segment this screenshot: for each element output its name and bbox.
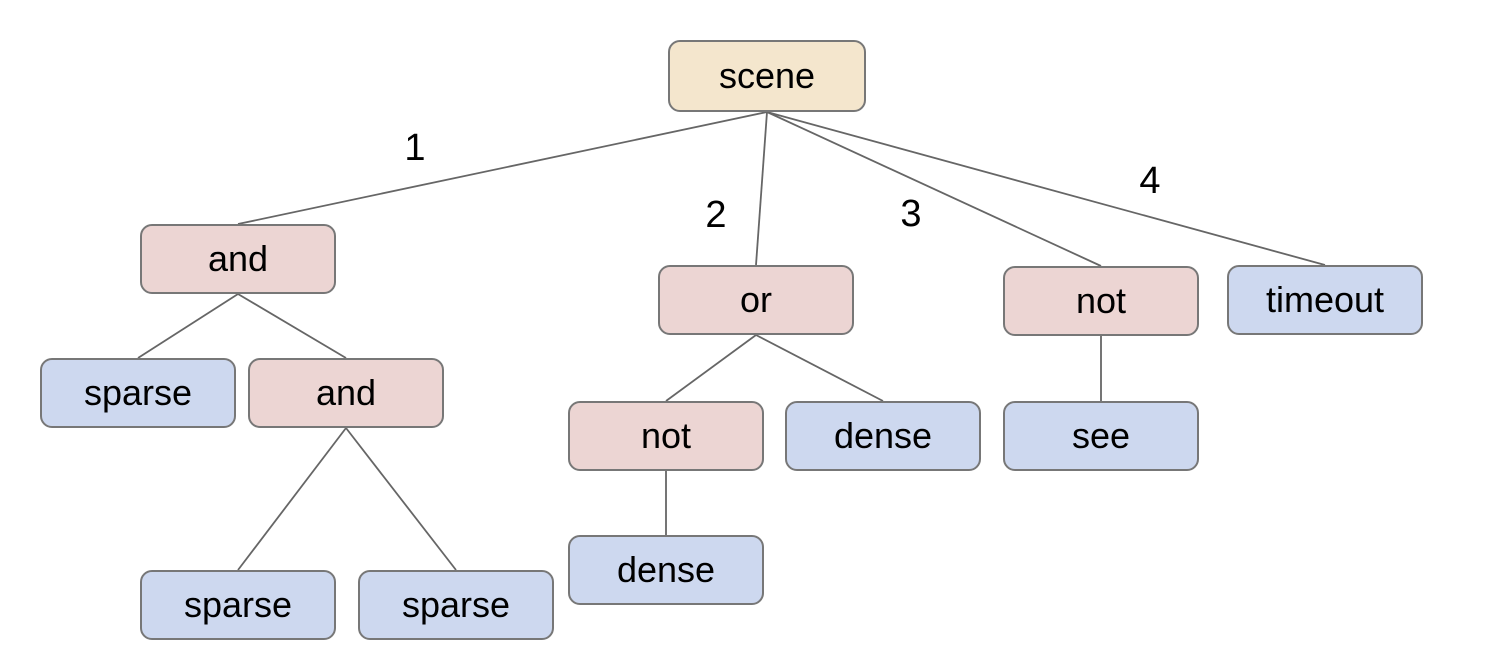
tree-node-scene: scene: [668, 40, 866, 112]
node-label: dense: [833, 415, 933, 456]
tree-node-and2: and: [248, 358, 444, 428]
tree-edge-or1-not2: [665, 334, 757, 402]
tree-node-dense2: dense: [785, 401, 981, 471]
node-label: not: [640, 415, 692, 456]
tree-node-sparse1: sparse: [40, 358, 236, 428]
node-label: sparse: [401, 584, 511, 625]
edge-label-2: 2: [705, 194, 726, 236]
node-label: timeout: [1265, 279, 1385, 320]
tree-edge-or1-dense2: [755, 334, 884, 402]
tree-node-not3: not: [1003, 266, 1199, 336]
node-label: or: [739, 279, 772, 320]
node-label: not: [1075, 280, 1127, 321]
tree-edge-and1-and2: [237, 293, 347, 359]
tree-node-or1: or: [658, 265, 854, 335]
tree-edge-and2-sparse2: [237, 427, 347, 571]
tree-edge-scene-timeout1: [766, 111, 1326, 266]
tree-node-timeout1: timeout: [1227, 265, 1423, 335]
edge-label-4: 4: [1139, 160, 1160, 202]
tree-edge-and2-sparse3: [345, 427, 457, 571]
node-label: see: [1071, 415, 1131, 456]
tree-node-see1: see: [1003, 401, 1199, 471]
node-label: scene: [718, 55, 816, 96]
node-label: sparse: [83, 372, 193, 413]
tree-node-sparse3: sparse: [358, 570, 554, 640]
tree-edge-scene-and1: [237, 111, 768, 225]
tree-edge-scene-not3: [766, 111, 1102, 267]
node-label: and: [315, 372, 377, 413]
edge-label-1: 1: [404, 127, 425, 169]
tree-node-and1: and: [140, 224, 336, 294]
node-label: and: [207, 238, 269, 279]
node-label: dense: [616, 549, 716, 590]
edge-label-3: 3: [900, 193, 921, 235]
tree-node-sparse2: sparse: [140, 570, 336, 640]
tree-node-dense1: dense: [568, 535, 764, 605]
node-label: sparse: [183, 584, 293, 625]
tree-edge-and1-sparse1: [137, 293, 239, 359]
tree-edge-scene-or1: [755, 111, 768, 266]
tree-node-not2: not: [568, 401, 764, 471]
